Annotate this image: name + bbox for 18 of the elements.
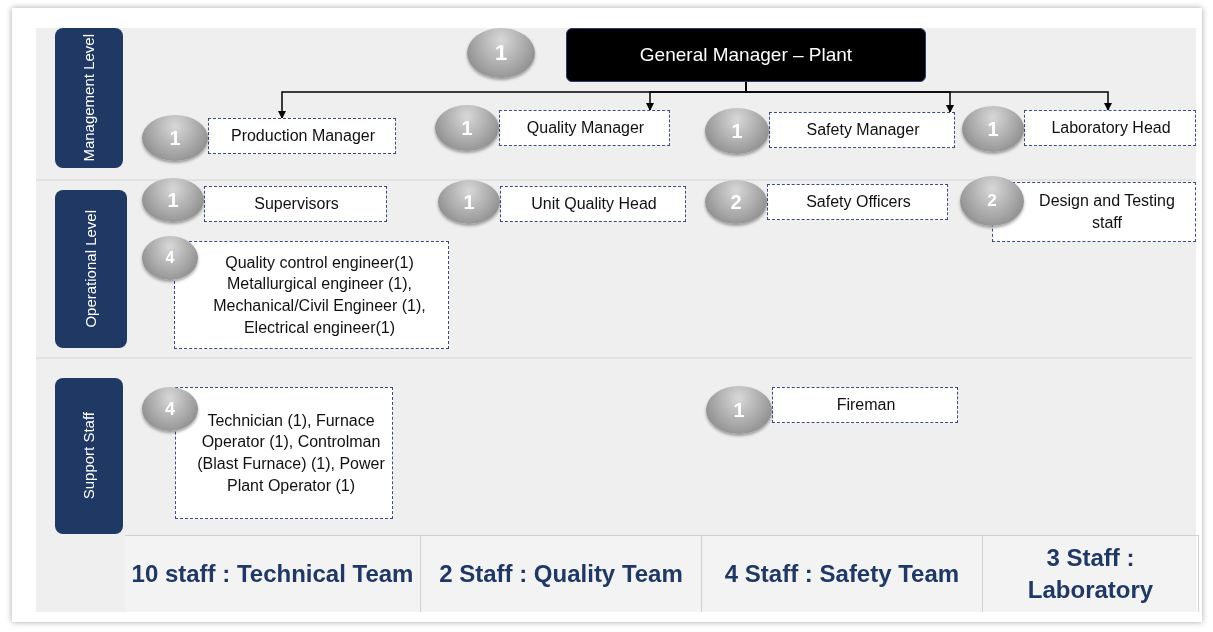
level-tab: Support Staff bbox=[55, 378, 123, 534]
role-box: Technician (1), Furnace Operator (1), Controlman (Blast Furnace) (1), Power Plant Operator (1) bbox=[175, 387, 393, 519]
role-box: Safety Manager bbox=[769, 112, 955, 148]
role-box: Fireman bbox=[772, 387, 958, 423]
role-box: Safety Officers bbox=[767, 184, 948, 220]
role-box: Quality Manager bbox=[499, 110, 670, 146]
team-summary: 2 Staff : Quality Team bbox=[439, 558, 683, 589]
team-summary: 10 staff : Technical Team bbox=[131, 558, 414, 589]
manager-box: General Manager – Plant bbox=[566, 28, 926, 82]
team-summary: 4 Staff : Safety Team bbox=[724, 558, 960, 589]
role-box: Supervisors bbox=[204, 186, 387, 222]
role-box: Laboratory Head bbox=[1024, 110, 1196, 146]
role-box: Unit Quality Head bbox=[500, 186, 686, 222]
level-tab: Management Level bbox=[55, 28, 123, 168]
level-tab: Operational Level bbox=[55, 190, 127, 348]
role-box: Quality control engineer(1) Metallurgical engineer (1), Mechanical/Civil Engineer (1), Electrical engineer(1) bbox=[174, 241, 449, 349]
team-summary: 3 Staff : Laboratory bbox=[1026, 542, 1155, 605]
role-box: Production Manager bbox=[208, 118, 396, 154]
